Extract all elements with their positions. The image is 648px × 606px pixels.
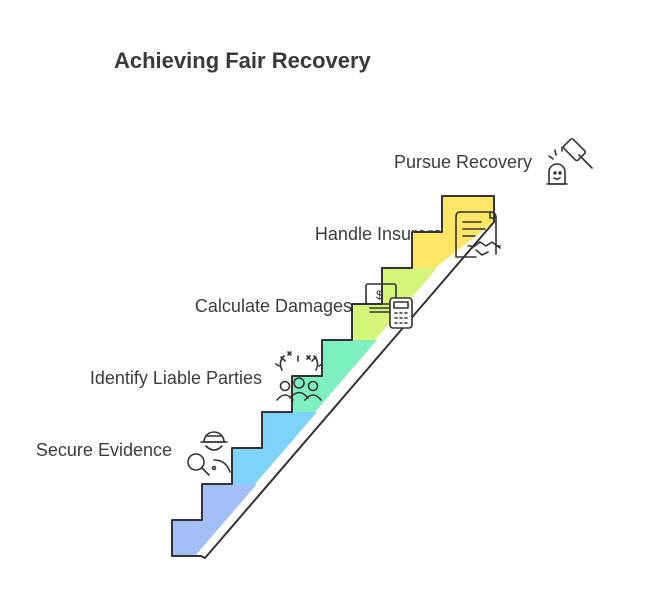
diagram-title: Achieving Fair Recovery [114,48,371,73]
staircase-outline [171,195,495,559]
step-label-handle-insurers: Handle Insurers [314,224,442,244]
step-label-calculate-damages: Calculate Damages [194,296,352,316]
step-label-pursue-recovery: Pursue Recovery [393,152,532,172]
step-label-secure-evidence: Secure Evidence [35,440,172,460]
staircase [171,195,495,559]
money-calculator-icon: $ [365,283,413,329]
detective-magnifier-icon [187,431,231,476]
stair-segment-5 [412,196,494,268]
stair-segment-1 [172,484,257,556]
gavel-icon [546,138,593,185]
stair-segment-2 [232,412,317,484]
svg-text:$: $ [376,288,383,302]
step-label-identify-liable-parties: Identify Liable Parties [89,368,262,388]
group-people-icon [275,351,323,401]
contract-handshake-icon [455,211,501,258]
stair-segment-3 [292,340,377,412]
